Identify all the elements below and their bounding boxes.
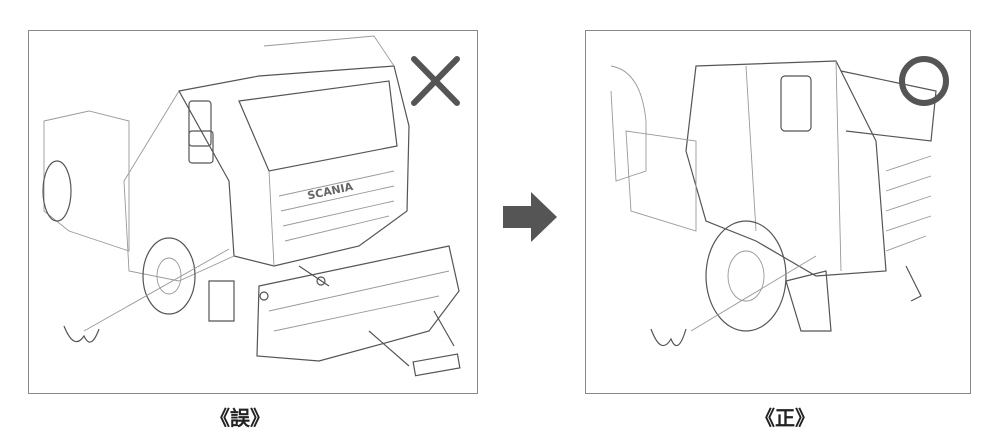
cross-mark-icon <box>411 56 460 106</box>
truck-side-bumper-correct-illustration <box>610 56 949 347</box>
arrow-right-icon <box>503 190 557 244</box>
correct-caption: 《正》 <box>755 406 815 430</box>
v8-badge-icon <box>63 325 100 343</box>
scania-grille-logo: SCANIA <box>306 180 354 202</box>
incorrect-caption: 《誤》 <box>210 406 270 430</box>
correct-example-panel <box>585 30 971 394</box>
incorrect-example-panel: SCANIA <box>28 30 478 394</box>
circle-mark-icon <box>899 56 949 106</box>
truck-front-bumper-incorrect-illustration: SCANIA <box>42 35 461 377</box>
v8-badge-icon <box>650 328 687 347</box>
